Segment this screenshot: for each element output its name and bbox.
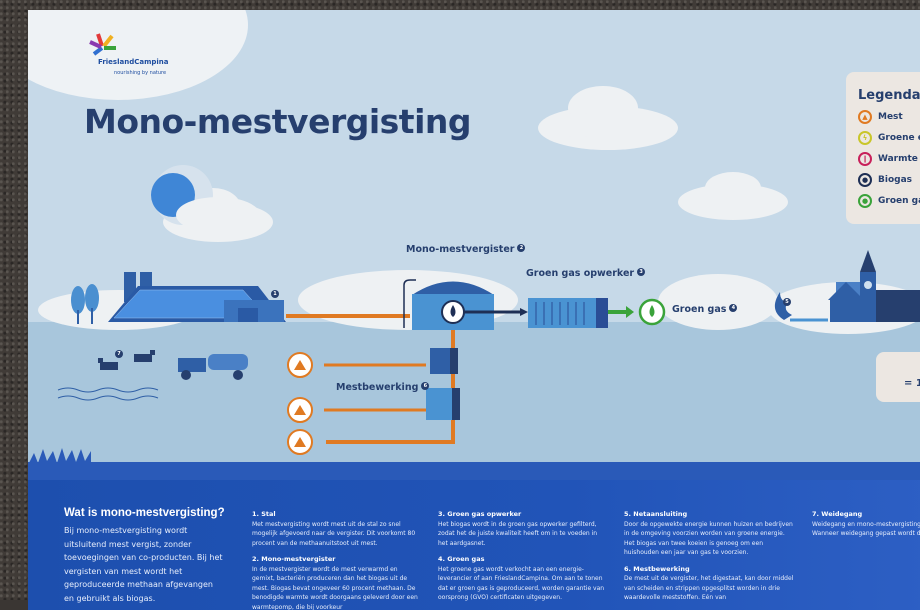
step-number: 6 (421, 382, 429, 390)
gas-upgrader (528, 298, 596, 328)
cloud (553, 113, 603, 137)
section-title: 4. Groen gas (438, 555, 608, 565)
section-text: Met mestvergisting wordt mest uit de sta… (252, 520, 422, 549)
cow (100, 362, 118, 370)
legend-item-groen-gas: ● Groen gas (858, 194, 920, 208)
thermometer-icon: ❙ (858, 152, 872, 166)
manure-icon: ▲ (858, 110, 872, 124)
cloud (705, 172, 761, 204)
intro-title: Wat is mono-mestvergisting? (64, 506, 225, 520)
step-number: 7 (115, 350, 123, 358)
section-text: Weidegang en mono-mestvergisting te comb… (812, 520, 920, 539)
legend: Legenda ▲ Mest ϟ Groene ele ❙ Warmte ● Bioga… (846, 72, 920, 224)
cow (134, 354, 152, 362)
label-text: Groen gas (672, 304, 726, 315)
separator (430, 348, 450, 374)
step-number: 3 (637, 268, 645, 276)
logo-name: FrieslandCampina (98, 58, 169, 66)
legend-label: Groen gas (878, 196, 920, 206)
section-text: Door de opgewekte energie kunnen huizen … (624, 520, 794, 558)
tree (71, 286, 85, 314)
logo-tagline: nourishing by nature (114, 70, 166, 76)
legend-item-biogas: ● Biogas (858, 173, 912, 187)
page-title: Mono-mestvergisting (84, 102, 471, 141)
step-number: 1 (271, 290, 279, 298)
label-text: Groen gas opwerker (526, 268, 634, 279)
section-text: Het biogas wordt in de groen gas opwerke… (438, 520, 608, 549)
section-title: 5. Netaansluiting (624, 510, 794, 520)
grass-band (28, 462, 920, 482)
legend-title: Legenda (858, 88, 920, 103)
section-title: 2. Mono-mestvergister (252, 555, 422, 565)
lightning-icon: ϟ (858, 131, 872, 145)
section-title: 7. Weidegang (812, 510, 920, 520)
ground (28, 322, 920, 482)
label-text: Mono-mestvergister (406, 244, 514, 255)
info-sign: FrieslandCampina nourishing by nature Mo… (28, 10, 920, 610)
grid-marker: 5 (780, 298, 791, 309)
section-text: De mest uit de vergister, het digestaat,… (624, 574, 794, 603)
stripper (426, 388, 452, 420)
cloud (658, 274, 778, 330)
info-panel: Wat is mono-mestvergisting? Bij mono-mes… (28, 480, 920, 610)
stable-marker: 1 (268, 290, 279, 301)
section-text: Het groene gas wordt verkocht aan een en… (438, 565, 608, 603)
label-text: Mestbewerking (336, 382, 418, 393)
step-number: 2 (517, 244, 525, 252)
section-text: In de mestvergister wordt de mest verwar… (252, 565, 422, 610)
legend-label: Groene ele (878, 133, 920, 143)
step-number: 4 (729, 304, 737, 312)
drop-icon: ● (858, 194, 872, 208)
legend-label: Warmte (878, 154, 918, 164)
legend-item-mest: ▲ Mest (858, 110, 903, 124)
legend-item-warmte: ❙ Warmte (858, 152, 918, 166)
legend-item-groene-elektriciteit: ϟ Groene ele (858, 131, 920, 145)
legend-label: Mest (878, 112, 903, 122)
cow-equation: = 1 hu (904, 378, 920, 389)
section-title: 6. Mestbewerking (624, 565, 794, 575)
tree (85, 284, 99, 312)
church-tower (860, 272, 876, 322)
legend-label: Biogas (878, 175, 912, 185)
section-title: 1. Stal (252, 510, 422, 520)
section-title: 3. Groen gas opwerker (438, 510, 608, 520)
cows-marker: 7 (112, 350, 123, 361)
cow-household-box: = 1 hu (876, 352, 920, 402)
cloud (176, 197, 260, 233)
step-number: 5 (783, 298, 791, 306)
intro-text: Bij mono-mestvergisting wordt uitsluiten… (64, 524, 224, 605)
drop-icon: ● (858, 173, 872, 187)
